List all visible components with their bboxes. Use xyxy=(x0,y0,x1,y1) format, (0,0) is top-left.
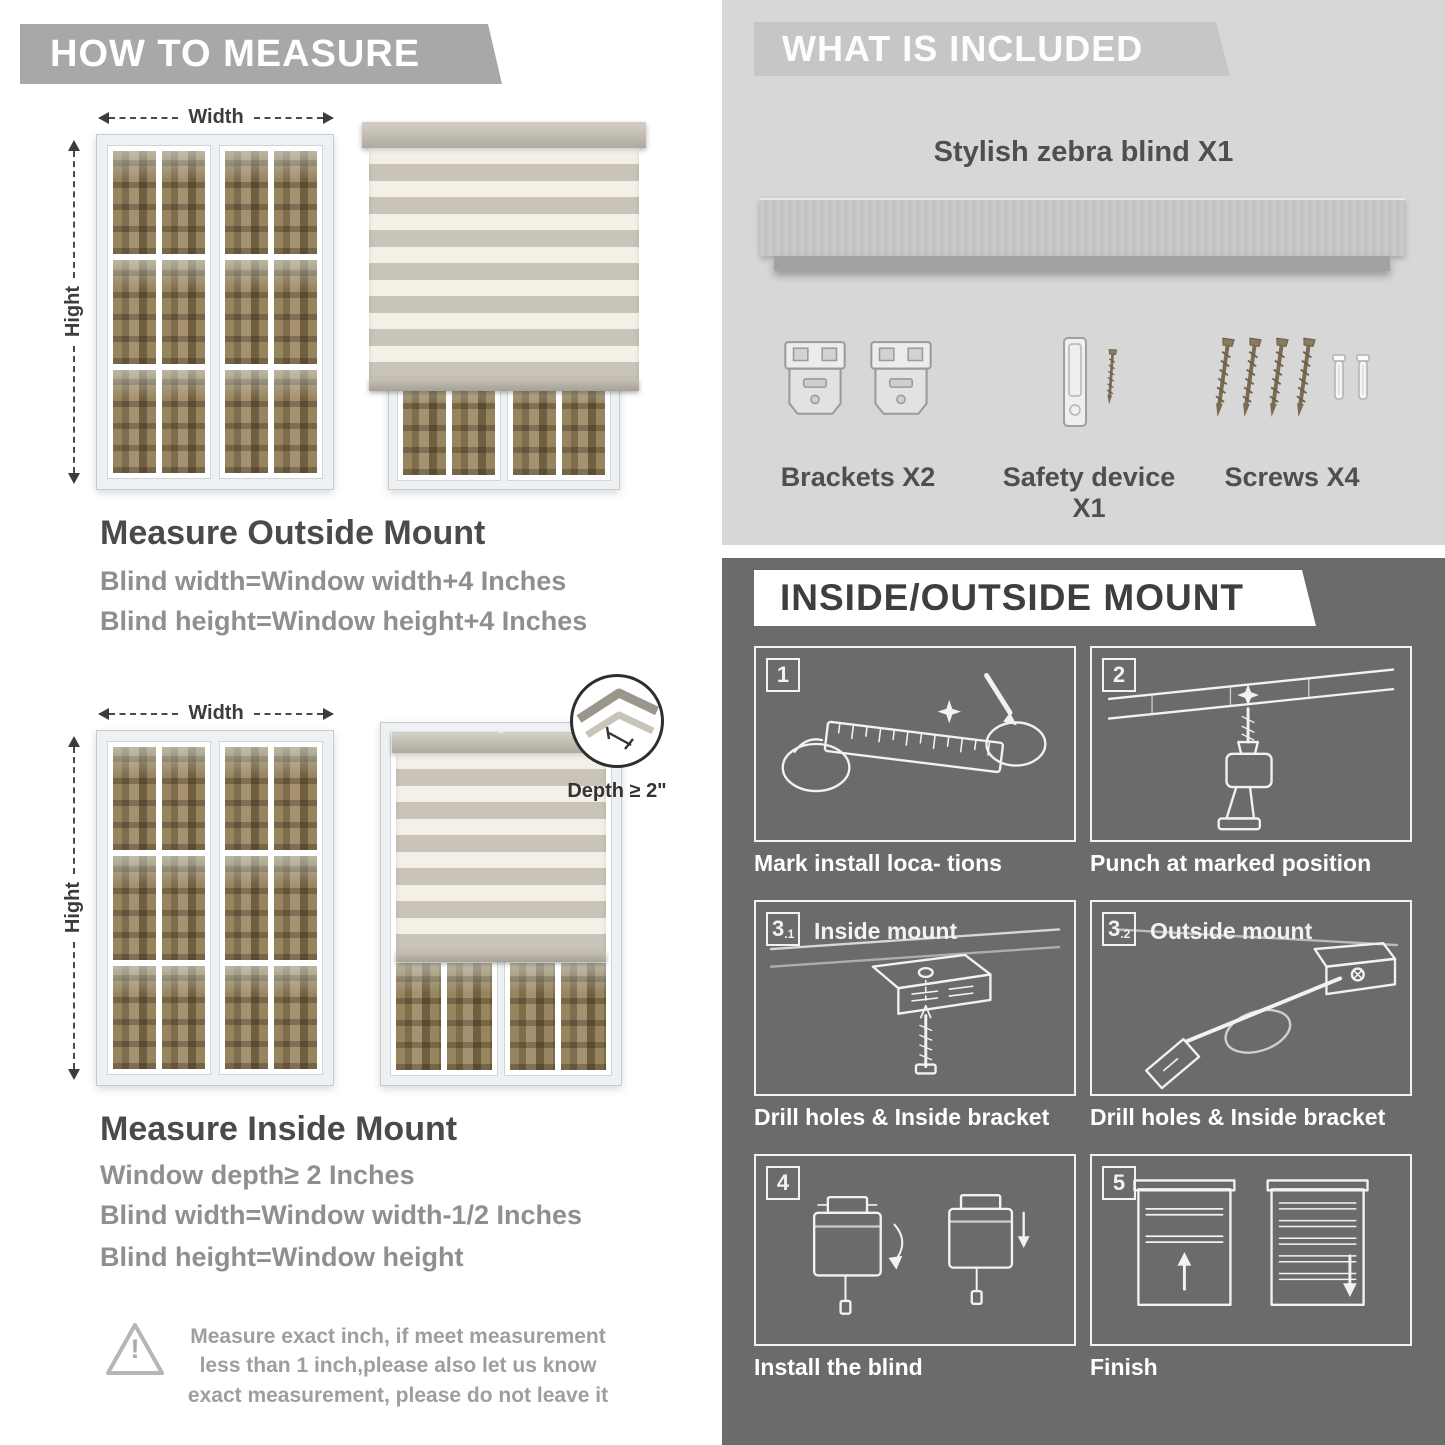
warning-triangle-icon: ! xyxy=(103,1318,167,1382)
screws-label: Screws X4 xyxy=(1224,462,1360,492)
window-illustration-inside xyxy=(96,730,334,1086)
product-title: Stylish zebra blind X1 xyxy=(933,136,1234,168)
how-to-measure-banner: HOW TO MEASURE xyxy=(20,24,502,84)
step-number-badge: 5 xyxy=(1102,1166,1136,1200)
height-label: Hight xyxy=(62,286,84,338)
width-label: Width xyxy=(188,106,244,128)
outside-mount-title: Measure Outside Mount xyxy=(100,514,486,552)
what-is-included-panel: WHAT IS INCLUDED Stylish zebra blind X1 … xyxy=(722,0,1445,545)
drill-illustration xyxy=(1107,668,1395,831)
step-number: 3 xyxy=(1108,916,1121,941)
screw-icon xyxy=(1289,335,1319,421)
zebra-stripes xyxy=(369,148,639,378)
inside-mount-label: Inside mount xyxy=(814,918,958,944)
inside-mount-line1: Window depth≥ 2 Inches xyxy=(100,1160,415,1190)
window-corner-detail-icon xyxy=(576,688,659,750)
height-measure-inside: Hight xyxy=(62,736,85,1080)
outside-mount-line1: Blind width=Window width+4 Inches xyxy=(100,566,567,596)
arrow-left-icon xyxy=(98,707,109,720)
blind-cassette xyxy=(362,122,646,148)
width-label: Width xyxy=(188,702,244,724)
zebra-stripes xyxy=(396,753,606,951)
bracket-icon xyxy=(779,338,851,426)
inside-mount-line2: Blind width=Window width-1/2 Inches xyxy=(100,1200,583,1230)
outside-mount-label: Outside mount xyxy=(1150,918,1313,944)
inside-bracket-illustration xyxy=(769,928,1061,1075)
step-number: 2 xyxy=(1112,662,1126,687)
step-number: 1 xyxy=(776,662,790,687)
step-number-badge: 1 xyxy=(766,658,800,692)
screw-icon xyxy=(1262,335,1292,421)
depth-callout-circle xyxy=(570,674,664,768)
install-blind-illustration xyxy=(812,1193,1030,1315)
window-sash xyxy=(219,145,323,479)
outside-mount-line2: Blind height=Window height+4 Inches xyxy=(100,606,588,636)
screw-icon xyxy=(1235,335,1265,421)
step-number-badge: 3.2 xyxy=(1102,912,1137,946)
step-5-caption: Finish xyxy=(1090,1354,1158,1380)
bracket-icon xyxy=(865,338,937,426)
arrow-down-icon xyxy=(67,1069,80,1080)
step-number-badge: 2 xyxy=(1102,658,1136,692)
blind-bottom-rail xyxy=(396,951,606,962)
arrow-right-icon xyxy=(323,111,335,124)
screw-icon xyxy=(1102,348,1120,407)
step-number-badge: 3.1 xyxy=(766,912,801,946)
step-2-caption: Punch at marked position xyxy=(1090,850,1372,876)
finish-illustration xyxy=(1133,1179,1369,1307)
width-measure-inside: Width xyxy=(98,702,335,725)
step-3-1-caption: Drill holes & Inside bracket xyxy=(754,1104,1050,1130)
inside-mount-title: Measure Inside Mount xyxy=(100,1110,458,1148)
step-3-1-box: 3.1 Inside mount xyxy=(754,900,1076,1096)
step-number-sub: .2 xyxy=(1120,927,1131,941)
step-number: 4 xyxy=(776,1170,790,1195)
warning-mark: ! xyxy=(130,1334,140,1364)
headrail-lower-rail xyxy=(774,256,1390,271)
step-4-box: 4 xyxy=(754,1154,1076,1346)
height-measure-outside: Hight xyxy=(62,140,85,484)
screw-icon xyxy=(1208,335,1238,421)
step-3-2-caption: Drill holes & Inside bracket xyxy=(1090,1104,1386,1130)
depth-label: Depth ≥ 2" xyxy=(567,780,667,802)
mount-banner-title: INSIDE/OUTSIDE MOUNT xyxy=(780,577,1245,618)
blind-cassette xyxy=(392,733,610,753)
mount-banner: INSIDE/OUTSIDE MOUNT xyxy=(754,570,1316,626)
outside-bracket-illustration xyxy=(1115,928,1399,1090)
width-measure-outside: Width xyxy=(98,106,335,129)
window-sash xyxy=(107,145,211,479)
arrow-left-icon xyxy=(98,111,109,124)
wall-anchor-icon xyxy=(1355,352,1371,404)
step-1-caption: Mark install loca- tions xyxy=(754,850,1002,876)
step-number-sub: .1 xyxy=(784,927,795,941)
blind-outside-mount-illustration xyxy=(362,122,646,490)
step-4-caption: Install the blind xyxy=(754,1354,923,1380)
height-label: Hight xyxy=(62,882,84,934)
arrow-down-icon xyxy=(67,473,80,484)
mark-locations-illustration xyxy=(781,672,1047,793)
brackets-label: Brackets X2 xyxy=(780,462,936,492)
arrow-up-icon xyxy=(67,736,80,747)
wall-anchor-icon xyxy=(1331,352,1347,404)
step-number-badge: 4 xyxy=(766,1166,800,1200)
step-number: 3 xyxy=(772,916,785,941)
safety-device-label: Safety device X1 xyxy=(1002,462,1176,523)
step-2-box: 2 xyxy=(1090,646,1412,842)
headrail-illustration xyxy=(760,198,1405,256)
safety-device-icon xyxy=(1063,337,1087,427)
mount-instructions-panel: INSIDE/OUTSIDE MOUNT 1 xyxy=(722,558,1445,1445)
window-illustration-outside xyxy=(96,134,334,490)
step-number: 5 xyxy=(1112,1170,1126,1195)
arrow-right-icon xyxy=(323,707,335,720)
what-is-included-title: WHAT IS INCLUDED xyxy=(782,28,1144,69)
measure-note: Measure exact inch, if meet measurement … xyxy=(187,1325,609,1407)
arrow-up-icon xyxy=(67,140,80,151)
step-3-2-box: 3.2 Outside mount xyxy=(1090,900,1412,1096)
step-5-box: 5 xyxy=(1090,1154,1412,1346)
inside-mount-line3: Blind height=Window height xyxy=(100,1242,464,1272)
step-1-box: 1 xyxy=(754,646,1076,842)
how-to-measure-title: HOW TO MEASURE xyxy=(50,32,421,75)
blind-bottom-rail xyxy=(369,378,639,391)
what-is-included-banner: WHAT IS INCLUDED xyxy=(754,22,1230,76)
blind-inside-mount-illustration xyxy=(380,722,622,1086)
